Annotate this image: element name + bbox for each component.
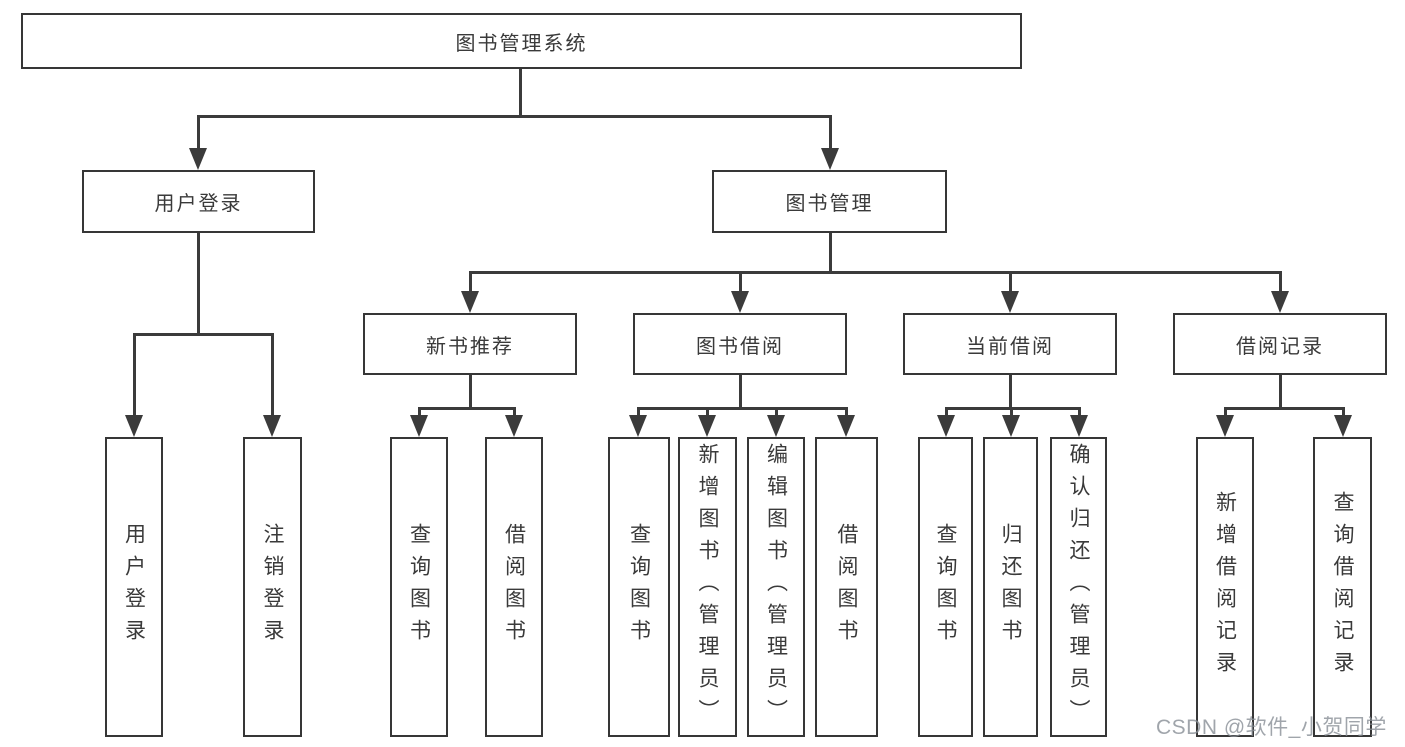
node-book-management: 图书管理 xyxy=(712,170,947,233)
leaf-return-book: 归还图书 xyxy=(983,437,1038,737)
connector-leaf xyxy=(637,407,640,419)
node-borrowing-records: 借阅记录 xyxy=(1173,313,1387,375)
connector-leaf xyxy=(513,407,516,419)
connector-records-stem xyxy=(1279,375,1282,409)
arrowhead-down-icon xyxy=(837,415,855,437)
connector-to-borrowing xyxy=(739,271,742,293)
leaf-confirm-return-admin: 确认归还（管理员） xyxy=(1050,437,1107,737)
arrowhead-down-icon xyxy=(1334,415,1352,437)
leaf-borrow-books: 借阅图书 xyxy=(815,437,878,737)
connector-leaf xyxy=(706,407,709,419)
leaf-query-books-borrowing: 查询图书 xyxy=(608,437,670,737)
arrowhead-down-icon xyxy=(731,291,749,313)
connector-leaf xyxy=(1078,407,1081,419)
connector-book-mgmt-branch xyxy=(469,271,1282,274)
connector-borrowing-branch xyxy=(637,407,848,410)
arrowhead-down-icon xyxy=(125,415,143,437)
connector-borrowing-stem xyxy=(739,375,742,409)
connector-leaf xyxy=(775,407,778,419)
connector-to-book-management xyxy=(829,115,832,150)
arrowhead-down-icon xyxy=(1216,415,1234,437)
connector-to-records xyxy=(1279,271,1282,293)
leaf-query-books-recommend: 查询图书 xyxy=(390,437,448,737)
arrowhead-down-icon xyxy=(821,148,839,170)
connector-user-login-stem xyxy=(197,233,200,335)
leaf-query-books-current: 查询图书 xyxy=(918,437,973,737)
arrowhead-down-icon xyxy=(937,415,955,437)
leaf-logout: 注销登录 xyxy=(243,437,302,737)
connector-new-books-stem xyxy=(469,375,472,409)
connector-leaf xyxy=(1010,407,1013,419)
arrowhead-down-icon xyxy=(1271,291,1289,313)
leaf-add-book-admin: 新增图书（管理员） xyxy=(678,437,737,737)
arrowhead-down-icon xyxy=(1001,291,1019,313)
connector-to-current xyxy=(1009,271,1012,293)
connector-to-leaf-logout xyxy=(271,333,274,417)
connector-root-branch xyxy=(197,115,832,118)
arrowhead-down-icon xyxy=(1070,415,1088,437)
connector-to-user-login xyxy=(197,115,200,150)
connector-book-mgmt-stem xyxy=(829,233,832,273)
leaf-query-borrow-record: 查询借阅记录 xyxy=(1313,437,1372,737)
connector-to-new-books xyxy=(469,271,472,293)
connector-records-branch xyxy=(1224,407,1344,410)
connector-current-stem xyxy=(1009,375,1012,409)
arrowhead-down-icon xyxy=(410,415,428,437)
leaf-borrow-books-recommend: 借阅图书 xyxy=(485,437,543,737)
connector-leaf xyxy=(1224,407,1227,419)
arrowhead-down-icon xyxy=(698,415,716,437)
leaf-user-login: 用户登录 xyxy=(105,437,163,737)
connector-to-leaf-user-login xyxy=(133,333,136,417)
leaf-add-borrow-record: 新增借阅记录 xyxy=(1196,437,1254,737)
arrowhead-down-icon xyxy=(1002,415,1020,437)
node-book-borrowing: 图书借阅 xyxy=(633,313,847,375)
arrowhead-down-icon xyxy=(505,415,523,437)
node-new-book-recommendation: 新书推荐 xyxy=(363,313,577,375)
connector-leaf xyxy=(845,407,848,419)
node-library-management-system: 图书管理系统 xyxy=(21,13,1022,69)
arrowhead-down-icon xyxy=(767,415,785,437)
arrowhead-down-icon xyxy=(189,148,207,170)
connector-new-books-branch xyxy=(418,407,516,410)
connector-root-stem xyxy=(519,69,522,117)
connector-leaf xyxy=(418,407,421,419)
arrowhead-down-icon xyxy=(461,291,479,313)
connector-leaf xyxy=(945,407,948,419)
connector-current-branch xyxy=(945,407,1081,410)
arrowhead-down-icon xyxy=(263,415,281,437)
connector-leaf xyxy=(1342,407,1345,419)
node-user-login: 用户登录 xyxy=(82,170,315,233)
watermark: CSDN @软件_小贺同学 xyxy=(1156,716,1387,739)
connector-user-login-branch xyxy=(133,333,274,336)
leaf-edit-book-admin: 编辑图书（管理员） xyxy=(747,437,805,737)
node-current-borrowing: 当前借阅 xyxy=(903,313,1117,375)
arrowhead-down-icon xyxy=(629,415,647,437)
